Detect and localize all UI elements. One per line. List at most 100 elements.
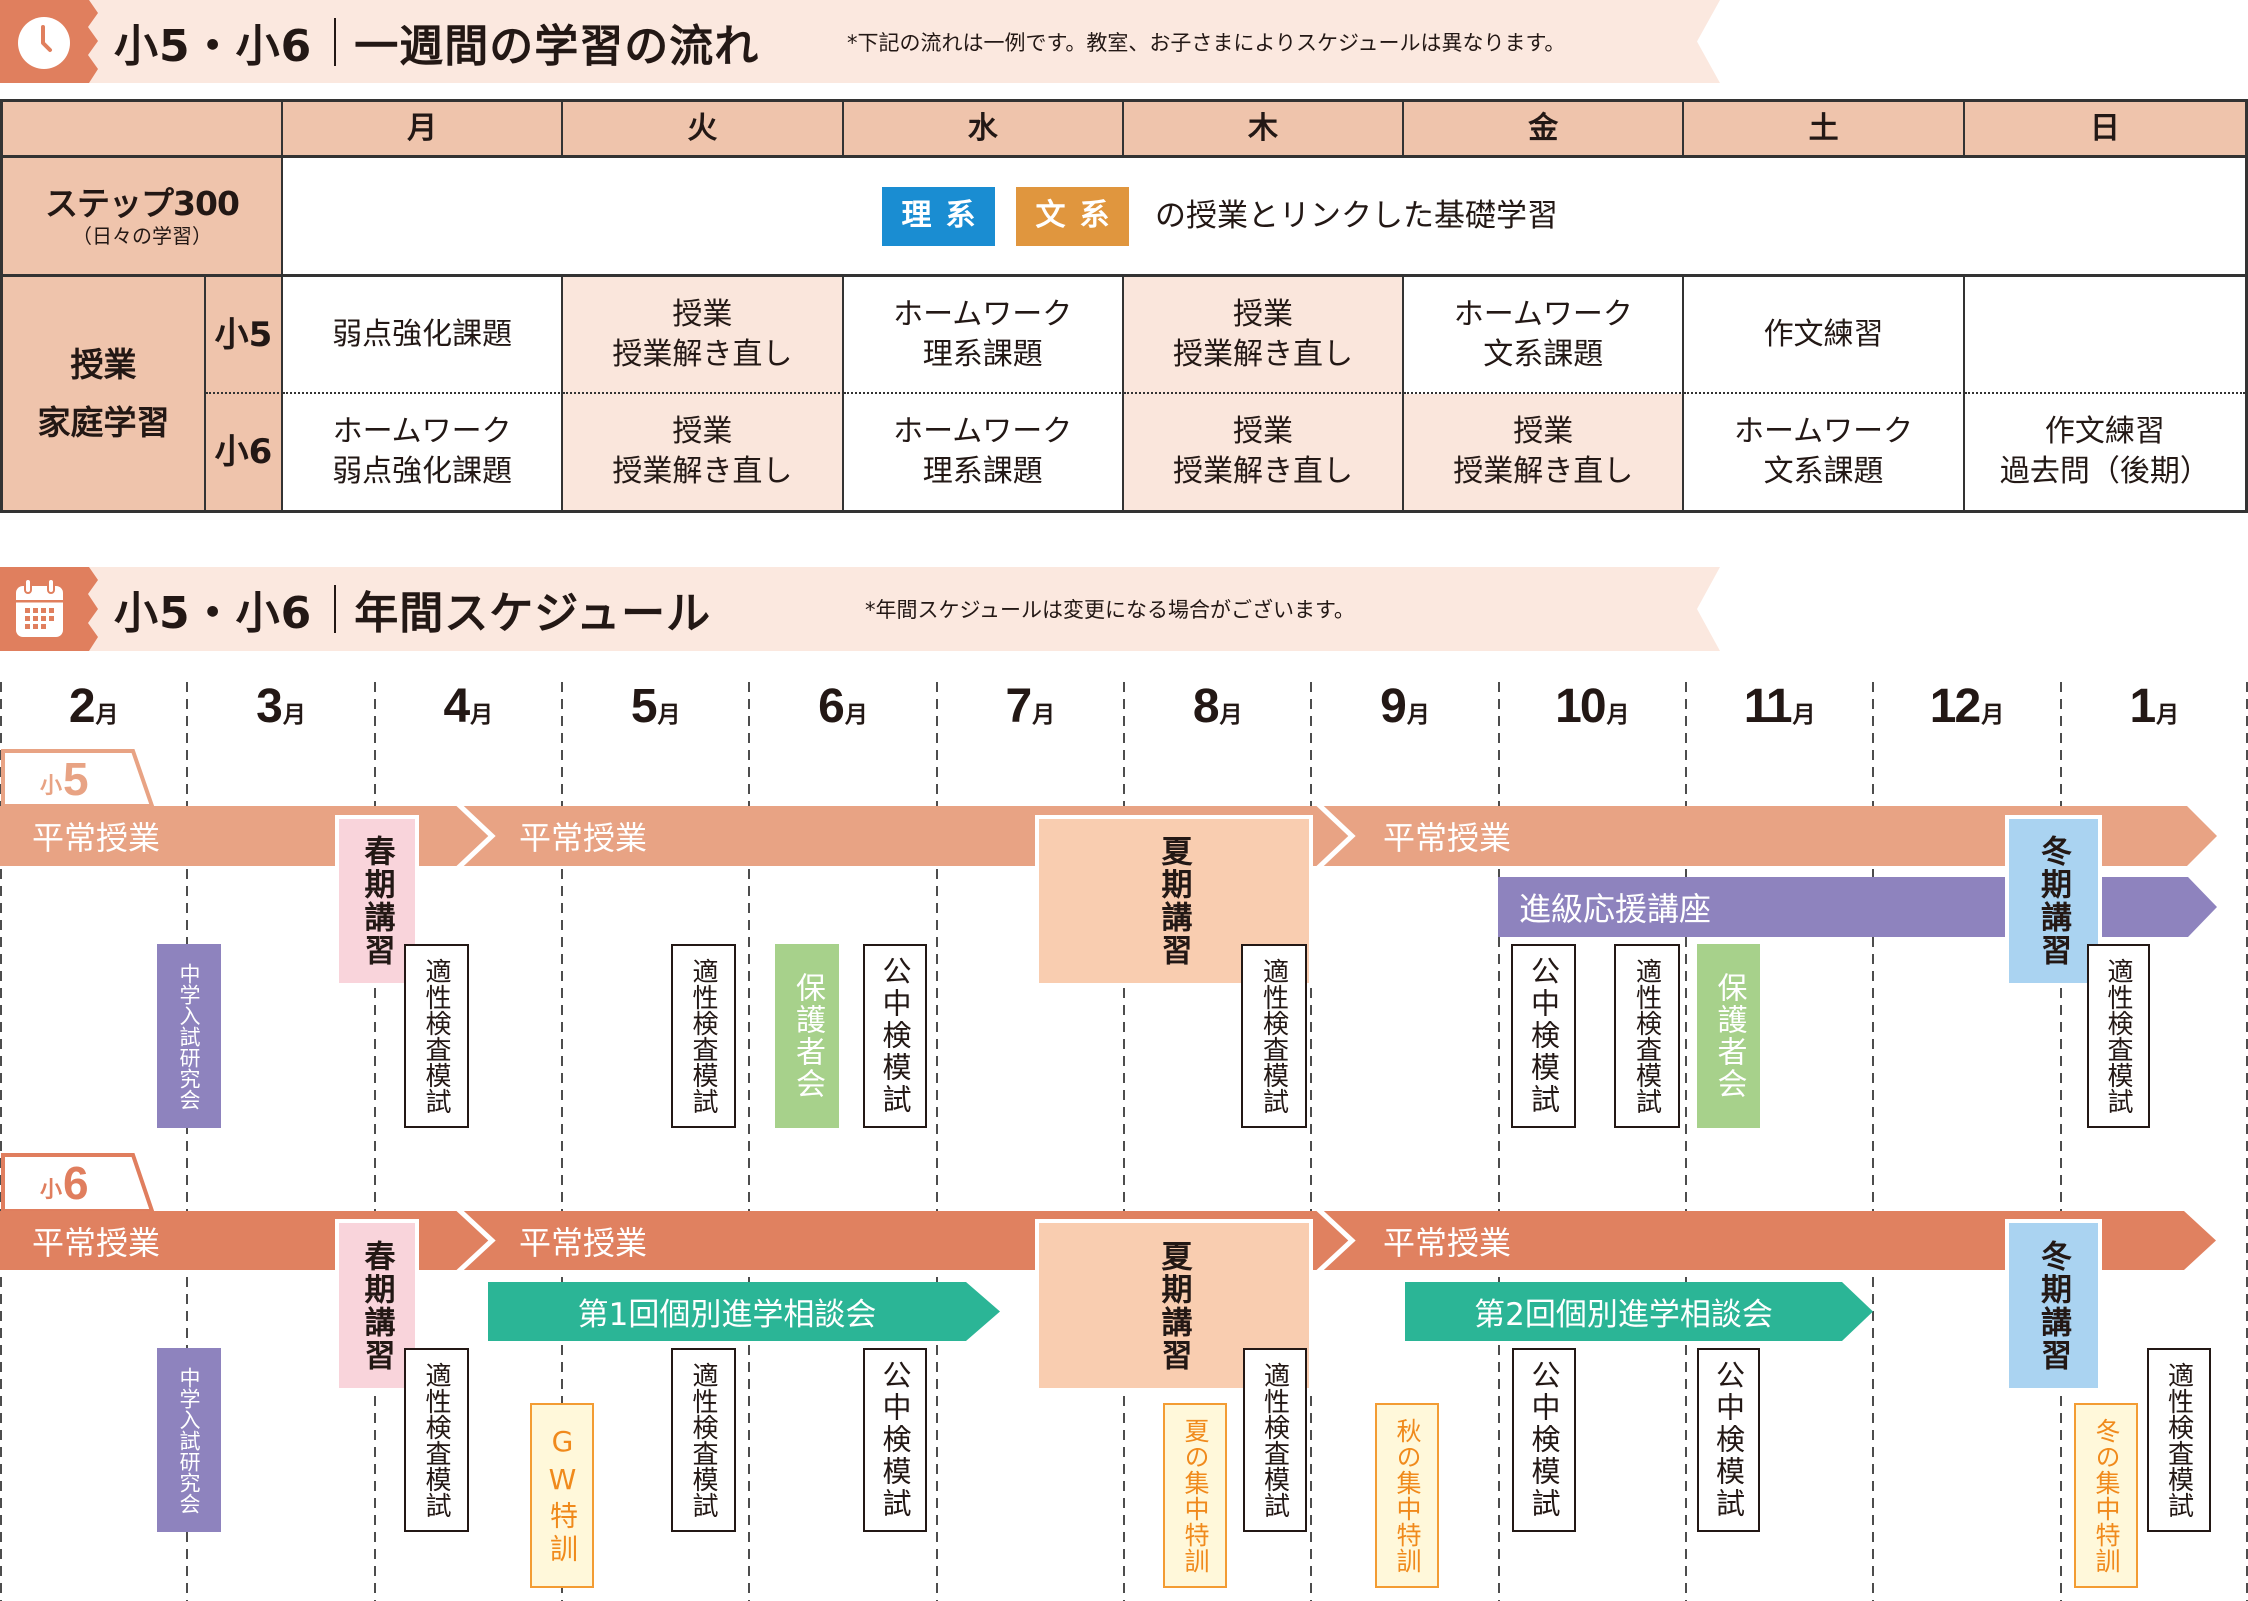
month-number: 6 — [818, 680, 845, 733]
month-number: 4 — [443, 680, 470, 733]
cell-line: 授業解き直し — [1172, 336, 1353, 372]
cell-line: 過去問（後期） — [1999, 454, 2210, 489]
chevron-right-icon — [1316, 1211, 1356, 1270]
period-label: 春期講習 — [358, 1239, 395, 1372]
chevron-right-icon — [456, 806, 496, 866]
grade5-event-public-exam: 公中検模試 — [863, 944, 927, 1128]
regular-class-label: 平常授業 — [1383, 1223, 1512, 1262]
event-label: 保護者会 — [1711, 972, 1747, 1100]
day-header-thu: 木 — [1123, 102, 1405, 158]
grade6-event-autumn-training: 秋の集中特訓 — [1375, 1403, 1439, 1588]
cell-line: 作文練習 — [1763, 316, 1884, 352]
cell-line: 理系課題 — [922, 454, 1043, 489]
month-unit: 月 — [470, 701, 494, 728]
table-cell-g5-wed: ホームワーク理系課題 — [843, 277, 1124, 394]
title-separator — [334, 17, 337, 66]
month-number: 12 — [1929, 680, 1981, 733]
event-label: 適性検査模試 — [421, 1362, 451, 1518]
tab-prefix: 小 — [40, 774, 63, 799]
month-divider — [935, 682, 938, 1601]
grade5-support-course-bar: 進級応援講座 — [1498, 877, 2217, 937]
regular-class-label: 平常授業 — [1383, 819, 1512, 857]
rikei-badge: 理系 — [881, 186, 995, 246]
bunkei-badge: 文系 — [1015, 186, 1129, 246]
event-label: 冬の集中特訓 — [2092, 1417, 2121, 1574]
cell-line: 弱点強化課題 — [332, 454, 513, 489]
chevron-right-icon — [1316, 806, 1356, 866]
period-label: 冬期講習 — [2035, 835, 2071, 967]
table-cell-g5-thu: 授業授業解き直し — [1123, 277, 1405, 394]
event-label: 適性検査模試 — [2163, 1362, 2194, 1518]
month-unit: 月 — [282, 701, 306, 728]
event-label: 適性検査模試 — [688, 1362, 718, 1518]
cell-line: 授業 — [1513, 414, 1574, 449]
title-grade: 小5・小6 — [114, 20, 313, 72]
month-unit: 月 — [95, 701, 119, 728]
step300-label-cell: ステップ300 （日々の学習） — [3, 158, 283, 277]
table-corner-cell — [3, 102, 283, 158]
cell-line: 文系課題 — [1483, 336, 1604, 372]
event-label: 公中検模試 — [1526, 956, 1561, 1116]
table-cell-g5-mon: 弱点強化課題 — [283, 277, 564, 394]
weekly-section-title: 小5・小6 一週間の学習の流れ — [114, 0, 759, 83]
annual-section-title: 小5・小6 年間スケジュール — [114, 567, 711, 651]
month-divider — [2246, 682, 2248, 1601]
cell-line: 授業解き直し — [612, 336, 793, 372]
period-label: 春期講習 — [358, 835, 395, 967]
cell-line: 授業 — [672, 414, 733, 449]
month-unit: 月 — [1606, 701, 1630, 728]
table-cell-g6-fri: 授業授業解き直し — [1404, 394, 1685, 510]
title-separator — [334, 585, 337, 633]
grade6-row-label: 小6 — [206, 394, 283, 510]
calendar-icon — [15, 578, 64, 637]
grade5-event-exam: 適性検査模試 — [404, 944, 469, 1128]
grade6-event-exam: 適性検査模試 — [404, 1348, 469, 1532]
grade6-event-gw-training: GW特訓 — [530, 1403, 594, 1588]
table-cell-g6-wed: ホームワーク理系課題 — [843, 394, 1124, 510]
regular-class-label: 平常授業 — [32, 819, 161, 857]
title-main: 年間スケジュール — [354, 588, 712, 639]
clock-icon — [18, 17, 70, 69]
event-label: 適性検査模試 — [1259, 1362, 1290, 1518]
month-number: 8 — [1192, 680, 1220, 733]
grade6-event-public-exam: 公中検模試 — [1697, 1348, 1760, 1532]
regular-class-label: 平常授業 — [32, 1223, 161, 1262]
grade6-event-exam: 適性検査模試 — [2147, 1348, 2211, 1532]
grade6-event-seminar: 中学入試研究会 — [157, 1348, 221, 1532]
annual-section-note: *年間スケジュールは変更になる場合がございます。 — [865, 598, 1355, 622]
month-number: 1 — [2129, 680, 2156, 733]
grade5-event-parents-meeting: 保護者会 — [775, 944, 839, 1128]
cell-line: ホームワーク — [1734, 414, 1914, 449]
month-divider — [1872, 682, 1875, 1601]
tab-number: 6 — [63, 1157, 89, 1209]
homework-label: 家庭学習 — [37, 402, 170, 442]
month-divider — [1123, 682, 1125, 1601]
step300-sublabel: （日々の学習） — [72, 224, 212, 248]
event-label: 公中検模試 — [1527, 1360, 1561, 1520]
table-cell-g6-mon: ホームワーク弱点強化課題 — [283, 394, 564, 510]
cell-line: 授業 — [1232, 296, 1293, 332]
day-header-mon: 月 — [283, 102, 564, 158]
weekly-section-banner: 小5・小6 一週間の学習の流れ *下記の流れは一例です。教室、お子さまによりスケ… — [0, 0, 1720, 83]
event-label: 適性検査模試 — [421, 958, 451, 1114]
grade6-event-summer-training: 夏の集中特訓 — [1163, 1403, 1227, 1588]
month-unit: 月 — [1981, 701, 2005, 728]
grade5-event-exam: 適性検査模試 — [1614, 944, 1680, 1128]
day-header-fri: 金 — [1404, 102, 1685, 158]
grade5-event-seminar: 中学入試研究会 — [157, 944, 221, 1128]
cell-line: 授業 — [1232, 414, 1293, 449]
period-label: 冬期講習 — [2035, 1239, 2071, 1372]
grade6-event-exam: 適性検査模試 — [1243, 1348, 1307, 1532]
cell-line: ホームワーク — [893, 296, 1073, 332]
step300-label: ステップ300 — [45, 184, 240, 223]
month-number: 9 — [1380, 680, 1407, 733]
grade5-event-parents-meeting: 保護者会 — [1697, 944, 1760, 1128]
month-unit: 月 — [1219, 701, 1243, 728]
event-label: 適性検査模試 — [2103, 958, 2133, 1114]
month-number: 11 — [1743, 680, 1793, 733]
